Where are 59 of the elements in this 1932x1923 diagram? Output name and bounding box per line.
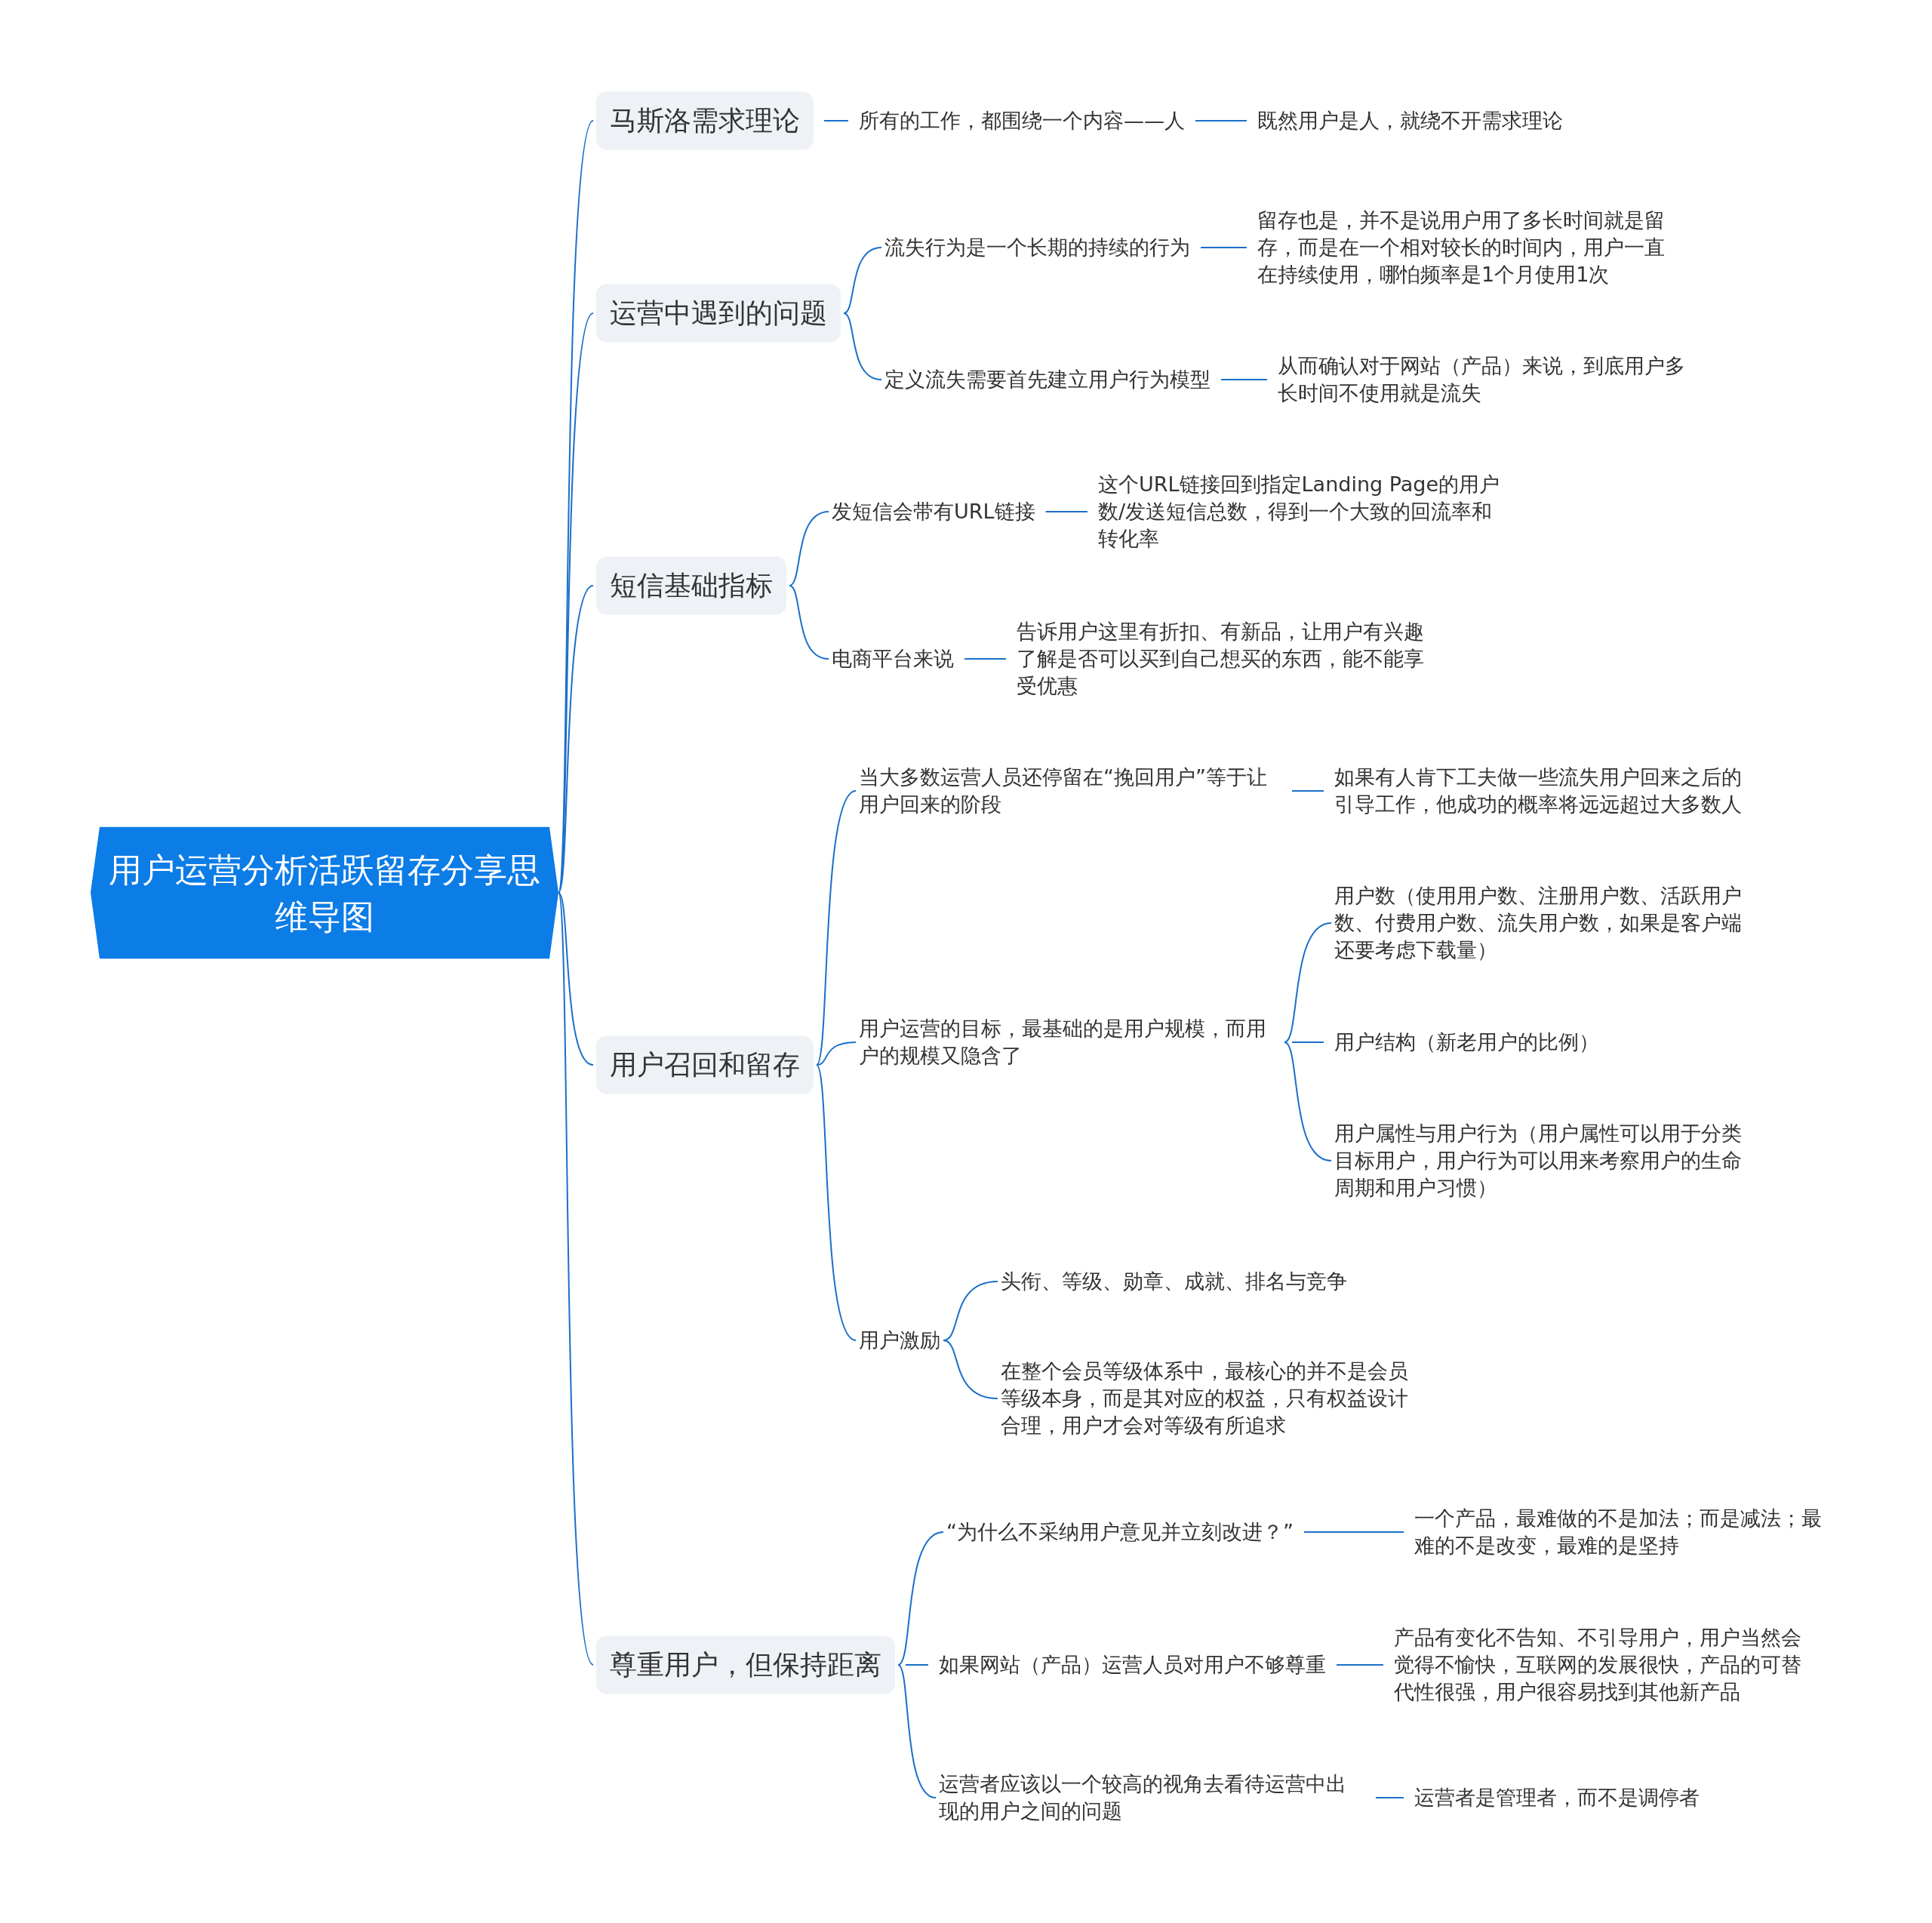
- connector: [558, 892, 594, 1066]
- connector: [816, 1064, 857, 1341]
- subtopic-text: 所有的工作，都围绕一个内容——人: [859, 107, 1185, 134]
- subtopic-text: 头衔、等级、勋章、成就、排名与竞争: [1001, 1268, 1347, 1295]
- topic-box: 运营中遇到的问题: [596, 284, 841, 343]
- connector: [789, 511, 829, 586]
- connector: [897, 1664, 937, 1798]
- connector: [1291, 1041, 1324, 1043]
- subtopic-text: 这个URL链接回到指定Landing Page的用户数/发送短信总数，得到一个大致的回流率和转化率: [1098, 471, 1509, 552]
- subtopic-text: 产品有变化不告知、不引导用户，用户当然会觉得不愉快，互联网的发展很快，产品的可替代性很强，用户很容易找到其他新产品: [1394, 1624, 1820, 1706]
- subtopic-text: 告诉用户这里有折扣、有新品，让用户有兴趣了解是否可以买到自己想买的东西，能不能享受优惠: [1017, 618, 1443, 700]
- connector: [1195, 120, 1247, 122]
- subtopic-text: 如果有人肯下工夫做一些流失用户回来之后的引导工作，他成功的概率将远远超过大多数人: [1334, 764, 1761, 818]
- connector: [816, 790, 857, 1066]
- subtopic-text: 用户激励: [859, 1327, 940, 1354]
- subtopic-text: 运营者应该以一个较高的视角去看待运营中出现的用户之间的问题: [939, 1771, 1365, 1825]
- connector: [843, 247, 882, 314]
- connector: [1220, 379, 1268, 380]
- subtopic-text: 运营者是管理者，而不是调停者: [1414, 1784, 1700, 1811]
- topic-box: 用户召回和留存: [596, 1035, 814, 1094]
- subtopic-text: 发短信会带有URL链接: [832, 498, 1035, 525]
- connector: [558, 585, 594, 894]
- connector: [905, 1664, 929, 1666]
- connector: [558, 892, 594, 1666]
- central-topic: 用户运营分析活跃留存分享思维导图: [91, 826, 558, 959]
- subtopic-text: 流失行为是一个长期的持续的行为: [884, 234, 1190, 261]
- connector: [1284, 922, 1332, 1043]
- connector: [964, 658, 1007, 660]
- subtopic-text: 用户属性与用户行为（用户属性可以用于分类目标用户，用户行为可以用来考察用户的生命周期和用户习惯）: [1334, 1120, 1761, 1201]
- connector: [816, 1041, 857, 1066]
- topic-box: 短信基础指标: [596, 556, 786, 615]
- subtopic-text: 当大多数运营人员还停留在“挽回用户”等于让用户回来的阶段: [859, 764, 1281, 818]
- subtopic-text: 用户结构（新老用户的比例）: [1334, 1029, 1599, 1056]
- subtopic-text: 留存也是，并不是说用户用了多长时间就是留存，而是在一个相对较长的时间内，用户一直在持续使用，哪怕频率是1个月使用1次: [1257, 207, 1684, 288]
- connector: [897, 1531, 944, 1666]
- connector: [1291, 790, 1324, 792]
- subtopic-text: 如果网站（产品）运营人员对用户不够尊重: [939, 1651, 1326, 1678]
- connector: [1044, 511, 1088, 512]
- subtopic-text: 用户数（使用用户数、注册用户数、活跃用户数、付费用户数、流失用户数，如果是客户端还要考虑下载量）: [1334, 882, 1761, 964]
- connector: [823, 120, 849, 122]
- subtopic-text: 用户运营的目标，最基础的是用户规模，而用户的规模又隐含了: [859, 1015, 1281, 1069]
- connector: [1375, 1797, 1404, 1798]
- topic-box: 马斯洛需求理论: [596, 91, 814, 150]
- subtopic-text: “为什么不采纳用户意见并立刻改进？”: [946, 1518, 1294, 1546]
- connector: [789, 585, 829, 660]
- subtopic-text: 既然用户是人，就绕不开需求理论: [1257, 107, 1563, 134]
- connector: [558, 312, 594, 894]
- connector: [943, 1340, 998, 1399]
- connector: [1336, 1664, 1384, 1666]
- connector: [843, 312, 882, 380]
- connector: [1303, 1531, 1404, 1533]
- subtopic-text: 定义流失需要首先建立用户行为模型: [884, 366, 1211, 393]
- subtopic-text: 在整个会员等级体系中，最核心的并不是会员等级本身，而是其对应的权益，只有权益设计合理，用户才会对等级有所追求: [1001, 1358, 1427, 1439]
- connector: [1200, 247, 1247, 248]
- subtopic-text: 从而确认对于网站（产品）来说，到底用户多长时间不使用就是流失: [1278, 352, 1704, 407]
- topic-box: 尊重用户，但保持距离: [596, 1635, 895, 1694]
- subtopic-text: 一个产品，最难做的不是加法；而是减法；最难的不是改变，最难的是坚持: [1414, 1505, 1841, 1559]
- connector: [1284, 1041, 1332, 1161]
- subtopic-text: 电商平台来说: [832, 645, 954, 672]
